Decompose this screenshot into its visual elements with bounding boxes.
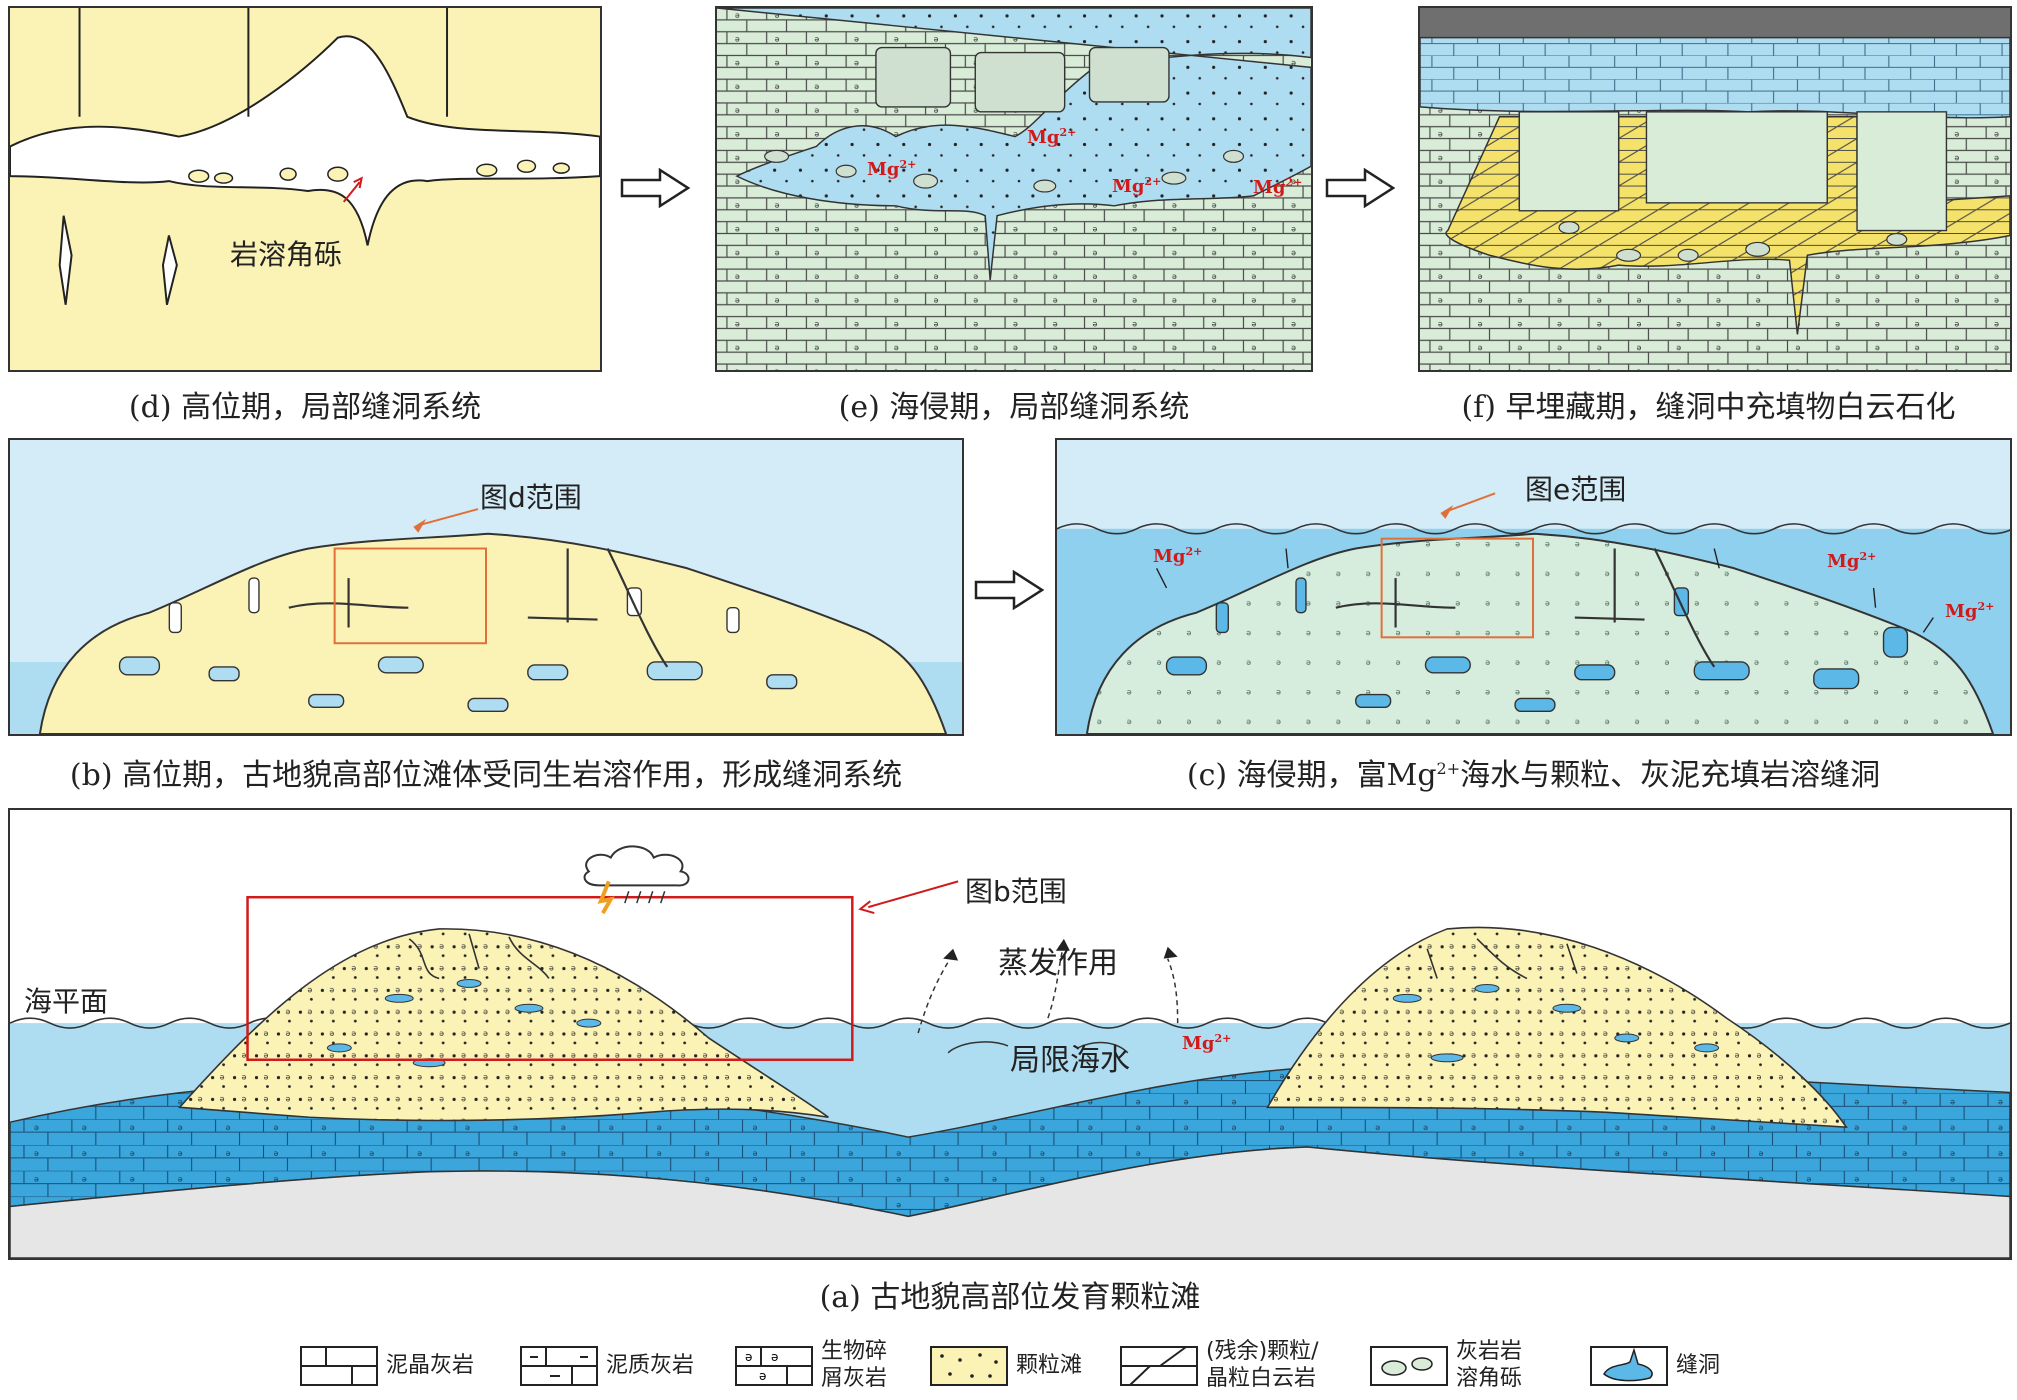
svg-text:ə: ə xyxy=(759,1369,766,1383)
legend-item: 缝洞 xyxy=(1590,1338,1790,1394)
caption-f: (f) 早埋藏期，缝洞中充填物白云石化 xyxy=(1461,390,1956,425)
mg-ion-label: Mg2+ xyxy=(1112,175,1162,197)
range-label-b: 图b范围 xyxy=(965,875,1067,908)
legend-item: 灰岩岩 溶角砾 xyxy=(1370,1338,1590,1394)
restricted-water-label: 局限海水 xyxy=(1010,1043,1130,1078)
mg-ion-label: Mg2+ xyxy=(1945,600,1995,622)
panel-c-drawing xyxy=(1057,440,2010,734)
legend-item: ə ə ə 生物碎 屑灰岩 xyxy=(735,1338,935,1394)
panel-e-drawing xyxy=(717,8,1311,370)
argillaceous-limestone-icon xyxy=(520,1346,598,1386)
sea-level-label: 海平面 xyxy=(24,985,109,1018)
grain-shoal-icon xyxy=(930,1346,1008,1386)
range-label-d: 图d范围 xyxy=(480,481,582,514)
legend-label: 灰岩岩 溶角砾 xyxy=(1456,1339,1523,1391)
svg-text:ə: ə xyxy=(745,1350,752,1364)
mg-ion-label: Mg2+ xyxy=(1027,126,1077,148)
evaporation-label: 蒸发作用 xyxy=(998,946,1118,981)
panel-f xyxy=(1418,6,2012,372)
panel-f-drawing xyxy=(1420,8,2010,370)
legend: 泥晶灰岩 泥质灰岩 ə ə ə 生物碎 屑灰岩 颗粒滩 (残余)颗粒/ 晶粒白云… xyxy=(300,1338,1860,1394)
panel-a-drawing xyxy=(10,810,2010,1258)
caption-e: (e) 海侵期，局部缝洞系统 xyxy=(838,390,1190,425)
panel-b: 图d范围 xyxy=(8,438,964,736)
svg-text:ə: ə xyxy=(771,1350,778,1364)
range-label-e: 图e范围 xyxy=(1525,473,1627,506)
caption-a: (a) 古地貌高部位发育颗粒滩 xyxy=(819,1280,1201,1315)
legend-label: 泥晶灰岩 xyxy=(386,1353,475,1378)
flow-arrow-icon xyxy=(1325,168,1395,208)
caption-d: (d) 高位期，局部缝洞系统 xyxy=(128,390,482,425)
panel-a: 图b范围 海平面 蒸发作用 局限海水 Mg2+ xyxy=(8,808,2012,1260)
mg-ion-label: Mg2+ xyxy=(1153,545,1203,567)
legend-item: (残余)颗粒/ 晶粒白云岩 xyxy=(1120,1338,1370,1394)
karst-breccia-icon xyxy=(1370,1346,1448,1386)
mg-ion-label: Mg2+ xyxy=(1253,176,1303,198)
legend-item: 泥质灰岩 xyxy=(520,1338,735,1394)
caption-c: (c) 海侵期，富Mg2+海水与颗粒、灰泥充填岩溶缝洞 xyxy=(1186,758,1881,793)
legend-item: 颗粒滩 xyxy=(930,1338,1120,1394)
panel-e: Mg2+ Mg2+ Mg2+ Mg2+ xyxy=(715,6,1313,372)
fracture-cavity-icon xyxy=(1590,1346,1668,1386)
legend-label: 生物碎 屑灰岩 xyxy=(821,1339,888,1391)
mg-ion-label: Mg2+ xyxy=(867,158,917,180)
micrite-limestone-icon xyxy=(300,1346,378,1386)
caption-b: (b) 高位期，古地貌高部位滩体受同生岩溶作用，形成缝洞系统 xyxy=(69,758,903,793)
legend-label: 缝洞 xyxy=(1676,1353,1721,1378)
flow-arrow-icon xyxy=(974,570,1044,610)
breccia-label: 岩溶角砾 xyxy=(230,238,343,271)
dolomite-icon xyxy=(1120,1346,1198,1386)
bioclastic-limestone-icon: ə ə ə xyxy=(735,1346,813,1386)
panel-b-drawing xyxy=(10,440,962,734)
flow-arrow-icon xyxy=(620,168,690,208)
legend-label: 颗粒滩 xyxy=(1016,1353,1083,1378)
panel-d: 岩溶角砾 xyxy=(8,6,602,372)
storm-cloud-icon xyxy=(583,845,690,915)
legend-label: 泥质灰岩 xyxy=(606,1353,695,1378)
mg-ion-label: Mg2+ xyxy=(1182,1032,1232,1054)
mg-ion-label: Mg2+ xyxy=(1827,550,1877,572)
legend-label: (残余)颗粒/ 晶粒白云岩 xyxy=(1206,1339,1319,1391)
legend-item: 泥晶灰岩 xyxy=(300,1338,520,1394)
panel-d-drawing xyxy=(10,8,600,370)
panel-c: 图e范围 Mg2+ Mg2+ Mg2+ xyxy=(1055,438,2012,736)
